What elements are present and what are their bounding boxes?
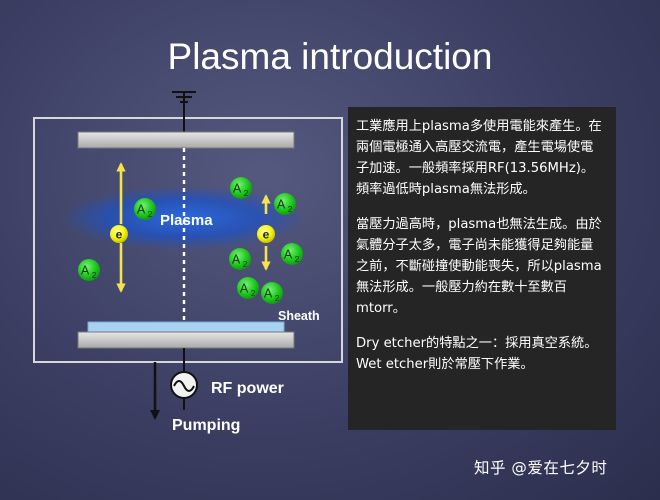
svg-text:2: 2 [275,293,280,303]
explanation-panel: 工業應用上plasma多使用電能來產生。在兩個電極通入高壓交流電，產生電場使電子… [348,107,616,430]
svg-text:2: 2 [243,259,248,269]
rf-power-label: RF power [211,380,284,397]
molecule-a2: A 2 [78,259,100,281]
molecule-a2: A 2 [229,248,251,270]
svg-text:A: A [264,287,273,301]
molecule-a2: A 2 [237,277,259,299]
molecule-a2: A 2 [261,282,283,304]
bottom-electrode [77,331,295,349]
svg-text:A: A [81,264,90,278]
slide-title: Plasma introduction [167,36,493,77]
svg-text:e: e [116,228,123,242]
pumping-label: Pumping [172,417,240,434]
svg-text:2: 2 [92,270,97,280]
svg-text:2: 2 [244,188,249,198]
chamber-outline [33,117,343,363]
electron-right: e [257,225,275,243]
svg-text:A: A [284,248,293,262]
svg-text:A: A [137,203,146,217]
explanation-paragraph-3: Dry etcher的特點之一：採用真空系統。Wet etcher則於常壓下作業… [356,336,598,372]
molecule-a2: A 2 [230,177,252,199]
watermark: 知乎 @爱在七夕时 [474,459,608,477]
wafer [87,321,285,333]
svg-text:A: A [233,182,242,196]
svg-text:A: A [277,198,286,212]
svg-text:A: A [240,282,249,296]
svg-text:e: e [263,228,270,242]
molecule-a2: A 2 [134,198,156,220]
plasma-label: Plasma [160,212,213,229]
svg-text:2: 2 [288,204,293,214]
ground-icon [172,91,196,132]
rf-sine-wave [173,380,195,392]
electron-left: e [110,225,128,243]
svg-text:2: 2 [148,209,153,219]
molecule-a2: A 2 [281,243,303,265]
molecule-a2: A 2 [274,193,296,215]
svg-text:2: 2 [251,288,256,298]
explanation-paragraph-2: 當壓力過高時，plasma也無法生成。由於氣體分子太多，電子尚未能獲得足夠能量之… [356,217,602,316]
svg-text:A: A [232,253,241,267]
sheath-label: Sheath [278,309,320,323]
svg-text:2: 2 [295,254,300,264]
top-electrode [77,131,295,149]
explanation-paragraph-1: 工業應用上plasma多使用電能來產生。在兩個電極通入高壓交流電，產生電場使電子… [356,119,602,197]
